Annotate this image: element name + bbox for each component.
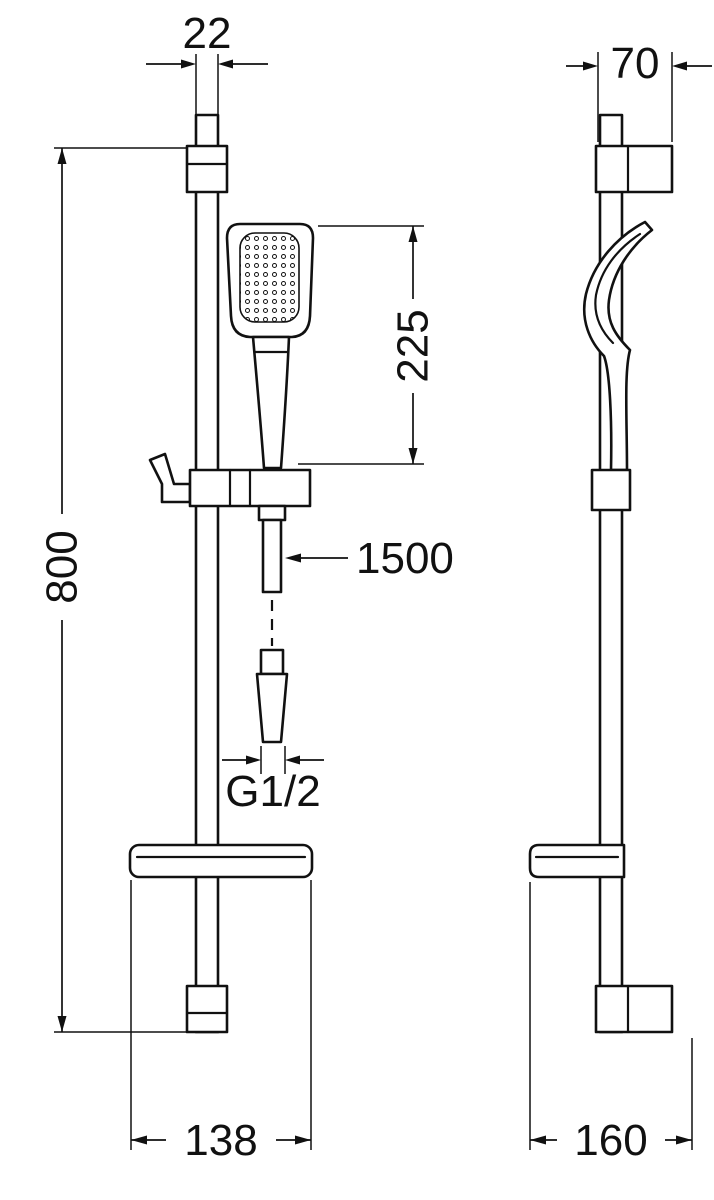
arrowhead (131, 1135, 147, 1145)
top-wall-bracket-front (185, 144, 229, 194)
dim-rail-diameter-label: 22 (183, 9, 232, 58)
arrowhead (408, 226, 418, 242)
arrowhead (57, 148, 67, 164)
shelf-side (528, 843, 626, 879)
dim-bar-length-label: 800 (38, 530, 87, 603)
bottom-wall-bracket-side (594, 984, 674, 1034)
arrowhead (285, 755, 300, 765)
spray-face (239, 232, 300, 323)
slider-lock-lever (148, 452, 192, 504)
hand-shower-face-edge (594, 232, 642, 345)
arrowhead (218, 59, 233, 69)
shelf-front (128, 843, 314, 879)
arrowhead (57, 1016, 67, 1032)
connector-nut (259, 648, 285, 676)
connector-cone (255, 672, 289, 744)
shower-hose (261, 518, 283, 594)
arrowhead (285, 553, 301, 563)
arrowhead (181, 59, 196, 69)
hand-shower-side-profile (582, 220, 654, 472)
dim-shelf-width-label: 138 (184, 1116, 257, 1165)
dim-shelf-depth-label: 160 (574, 1116, 647, 1165)
arrowhead (246, 755, 261, 765)
arrowhead (408, 448, 418, 464)
arrowhead (530, 1135, 546, 1145)
top-wall-bracket-side (594, 144, 674, 194)
hose-nut (257, 504, 287, 522)
arrowhead (295, 1135, 311, 1145)
dim-bracket-depth-label: 70 (611, 39, 660, 88)
dim-handset-height-label: 225 (389, 309, 438, 382)
side-view (528, 113, 674, 1034)
slider-holder-side (590, 468, 632, 512)
bottom-wall-bracket-front (185, 984, 229, 1034)
dimensions-front: 22 800 225 1500 G1/2 (38, 9, 454, 1165)
dim-hose-length-label: 1500 (356, 534, 454, 583)
dim-thread-size-label: G1/2 (225, 767, 320, 816)
arrowhead (583, 61, 598, 71)
arrowhead (672, 61, 687, 71)
arrowhead (676, 1135, 692, 1145)
hand-shower-handle-front (251, 335, 291, 470)
slide-rail-front (194, 113, 220, 1034)
front-view (128, 113, 315, 1034)
dimensions-side: 70 160 (529, 39, 712, 1165)
